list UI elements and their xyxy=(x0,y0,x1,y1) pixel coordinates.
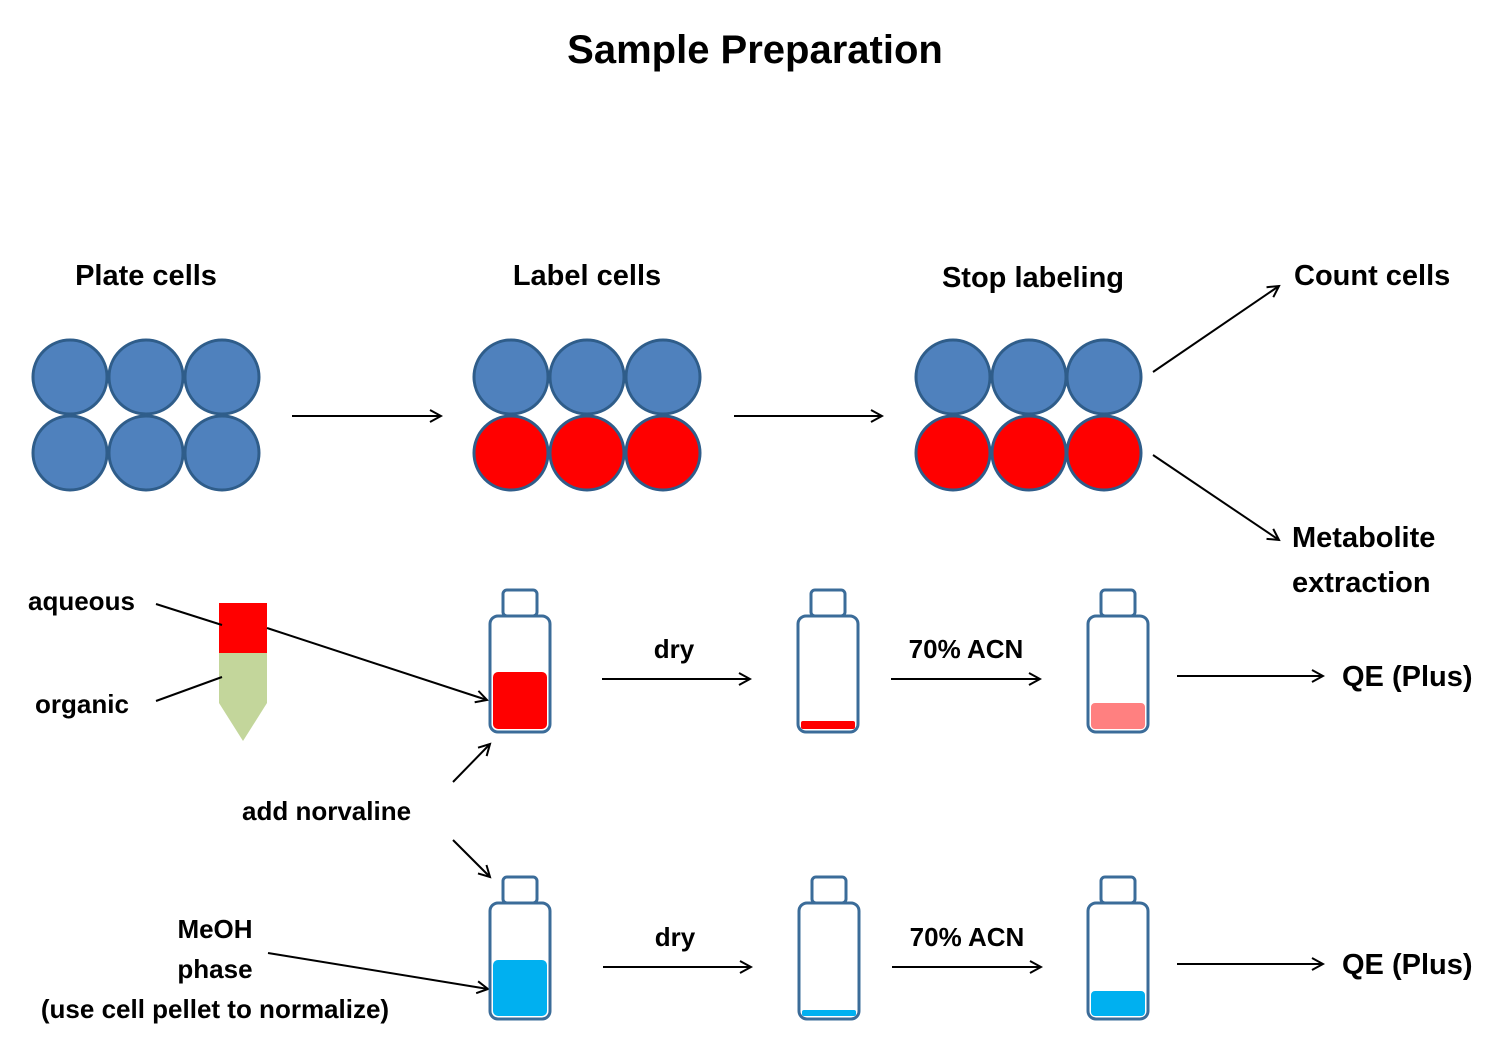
step-metabolite-line1: Metabolite xyxy=(1292,522,1435,554)
vial-body xyxy=(796,614,860,734)
well-blue xyxy=(990,338,1068,416)
vial-liquid-diluted xyxy=(1091,703,1145,729)
qe-label-top: QE (Plus) xyxy=(1342,661,1473,693)
well-blue xyxy=(183,338,261,416)
qe-label-bottom: QE (Plus) xyxy=(1342,949,1473,981)
arrow-to-metabolite xyxy=(1152,454,1279,540)
vial-aqueous xyxy=(488,588,552,734)
plate-labeled xyxy=(472,338,702,492)
vial-cap xyxy=(501,588,539,618)
meoh-label-line1: MeOH xyxy=(177,914,252,944)
well-blue xyxy=(1065,338,1143,416)
acn-label-top: 70% ACN xyxy=(909,634,1024,664)
vial-dried-top xyxy=(796,588,860,734)
vial-reconstituted-bottom xyxy=(1086,875,1150,1021)
meoh-label-line3: (use cell pellet to normalize) xyxy=(41,994,389,1024)
vial-liquid-aqueous xyxy=(493,672,547,729)
aqueous-pointer xyxy=(155,603,223,626)
step-label-cells: Label cells xyxy=(513,260,661,292)
organic-layer xyxy=(219,653,267,741)
arrow-norvaline-up xyxy=(452,744,490,783)
organic-pointer xyxy=(155,676,223,702)
vial-cap xyxy=(1099,588,1137,618)
vial-meoh xyxy=(488,875,552,1021)
well-red xyxy=(990,414,1068,492)
vial-liquid-meoh-diluted xyxy=(1091,991,1145,1016)
vial-body xyxy=(797,901,861,1021)
norvaline-label: add norvaline xyxy=(242,796,411,826)
plate-unlabeled xyxy=(31,338,261,492)
page-title: Sample Preparation xyxy=(567,28,943,72)
acn-label-bottom: 70% ACN xyxy=(910,922,1025,952)
arrow-aqueous-to-vial xyxy=(266,627,487,700)
vial-cap xyxy=(501,875,539,905)
well-red xyxy=(624,414,702,492)
vial-dried-bottom xyxy=(797,875,861,1021)
well-blue xyxy=(183,414,261,492)
plate-stopped xyxy=(914,338,1143,492)
arrow-norvaline-down xyxy=(452,839,490,877)
well-blue xyxy=(914,338,992,416)
vial-residue-red xyxy=(801,721,855,729)
step-count-cells: Count cells xyxy=(1294,260,1450,292)
well-red xyxy=(548,414,626,492)
well-red xyxy=(472,414,550,492)
step-metabolite-line2: extraction xyxy=(1292,567,1431,599)
aqueous-layer xyxy=(219,603,267,653)
well-blue xyxy=(624,338,702,416)
vial-liquid-meoh xyxy=(493,960,547,1016)
organic-label: organic xyxy=(35,689,129,719)
step-stop-labeling: Stop labeling xyxy=(942,262,1124,294)
well-blue xyxy=(472,338,550,416)
vial-reconstituted-top xyxy=(1086,588,1150,734)
well-blue xyxy=(107,414,185,492)
well-blue xyxy=(31,338,109,416)
meoh-label-line2: phase xyxy=(177,954,252,984)
well-red xyxy=(1065,414,1143,492)
well-red xyxy=(914,414,992,492)
well-blue xyxy=(107,338,185,416)
arrow-meoh-to-vial xyxy=(267,952,488,989)
vial-cap xyxy=(1099,875,1137,905)
well-blue xyxy=(31,414,109,492)
well-blue xyxy=(548,338,626,416)
dry-label-top: dry xyxy=(654,634,695,664)
vial-cap xyxy=(809,588,847,618)
aqueous-label: aqueous xyxy=(28,586,135,616)
step-plate-cells: Plate cells xyxy=(75,260,217,292)
dry-label-bottom: dry xyxy=(655,922,696,952)
vial-residue-blue xyxy=(802,1010,856,1016)
vial-cap xyxy=(810,875,848,905)
extraction-tube xyxy=(219,603,267,741)
vial-body xyxy=(1086,901,1150,1021)
arrow-to-count xyxy=(1152,286,1279,373)
